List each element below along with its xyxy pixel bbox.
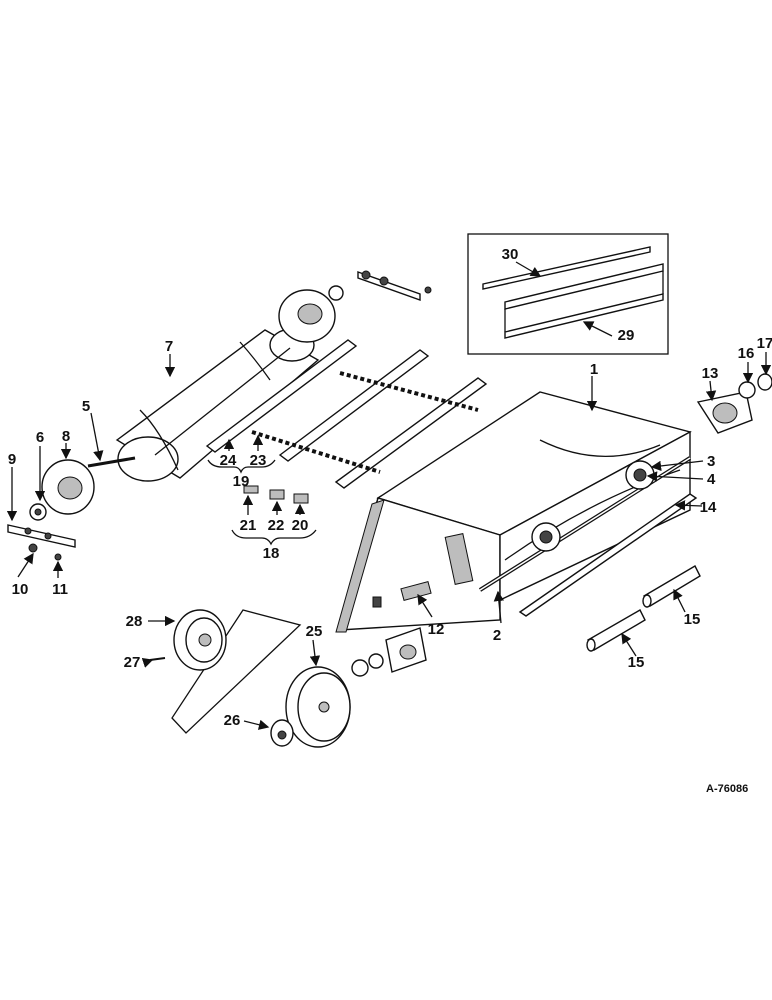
housing-flange <box>335 499 385 633</box>
label-25: 25 <box>306 623 323 640</box>
label-5: 5 <box>82 398 90 415</box>
bracket-18 <box>231 529 317 546</box>
label-20: 20 <box>292 517 309 534</box>
label-2: 2 <box>493 627 501 644</box>
screw-10 <box>28 543 38 553</box>
key-27 <box>149 657 166 661</box>
label-21: 21 <box>240 517 257 534</box>
bearing-16 <box>738 381 756 399</box>
strip-14 <box>518 493 698 617</box>
label-8: 8 <box>62 428 70 445</box>
bracket-top <box>357 270 432 301</box>
label-4: 4 <box>707 471 716 488</box>
inset-box <box>467 233 669 355</box>
bearing-4 <box>633 468 647 482</box>
label-23: 23 <box>250 452 267 469</box>
shaft-5 <box>87 456 136 468</box>
roller-15-right <box>642 565 701 608</box>
label-10: 10 <box>12 581 29 598</box>
chain-upper <box>339 371 479 412</box>
slat-24 <box>205 339 358 453</box>
label-6: 6 <box>36 429 44 446</box>
link-21 <box>243 485 259 494</box>
label-22: 22 <box>268 517 285 534</box>
chain-links <box>243 485 309 504</box>
hub-26 <box>270 719 294 747</box>
slat-right <box>334 377 488 489</box>
label-30: 30 <box>502 246 519 263</box>
bracket-19 <box>207 459 276 474</box>
slat-mid <box>278 349 430 462</box>
label-24: 24 <box>220 452 237 469</box>
link-20 <box>293 493 309 504</box>
inset-frame <box>467 233 669 355</box>
pulley-28 <box>173 609 227 671</box>
label-15-left: 15 <box>628 654 645 671</box>
label-28: 28 <box>126 613 143 630</box>
strip-30 <box>482 246 651 290</box>
label-29: 29 <box>618 327 635 344</box>
roller-7 <box>87 328 320 482</box>
label-17: 17 <box>757 335 772 352</box>
nut-11 <box>54 553 62 561</box>
housing-assembly <box>335 391 698 633</box>
label-18: 18 <box>263 545 280 562</box>
label-9: 9 <box>8 451 16 468</box>
label-7: 7 <box>165 338 173 355</box>
leader-lines <box>6 261 772 730</box>
slat-assembly <box>205 339 488 489</box>
pulley-25 <box>285 666 351 748</box>
label-1: 1 <box>590 361 598 378</box>
label-13: 13 <box>702 365 719 382</box>
label-12: 12 <box>428 621 445 638</box>
bearing-17 <box>757 373 772 391</box>
roller-15-left <box>586 609 646 652</box>
label-27: 27 <box>124 654 141 671</box>
label-3: 3 <box>707 453 715 470</box>
bearing-plate-13 <box>696 391 753 434</box>
drawing-code: A-76086 <box>706 783 748 795</box>
label-19: 19 <box>233 473 250 490</box>
chain-23 <box>251 430 381 474</box>
strip-29-lower <box>504 293 664 339</box>
link-22 <box>269 489 285 500</box>
callout-labels: 1 2 3 4 5 6 8 7 9 10 11 12 13 14 15 15 1… <box>8 246 772 795</box>
label-26: 26 <box>224 712 241 729</box>
belt-28 <box>171 609 302 734</box>
label-11: 11 <box>52 581 68 598</box>
bar-9 <box>7 524 76 548</box>
housing-slot <box>372 596 382 608</box>
flange-8 <box>41 459 95 515</box>
label-15-right: 15 <box>684 611 701 628</box>
housing-window <box>444 533 474 585</box>
label-16: 16 <box>738 345 755 362</box>
upper-flange <box>278 285 344 343</box>
label-14: 14 <box>700 499 717 516</box>
bearing-6 <box>29 503 47 521</box>
pulley-bearing-set <box>351 627 427 677</box>
